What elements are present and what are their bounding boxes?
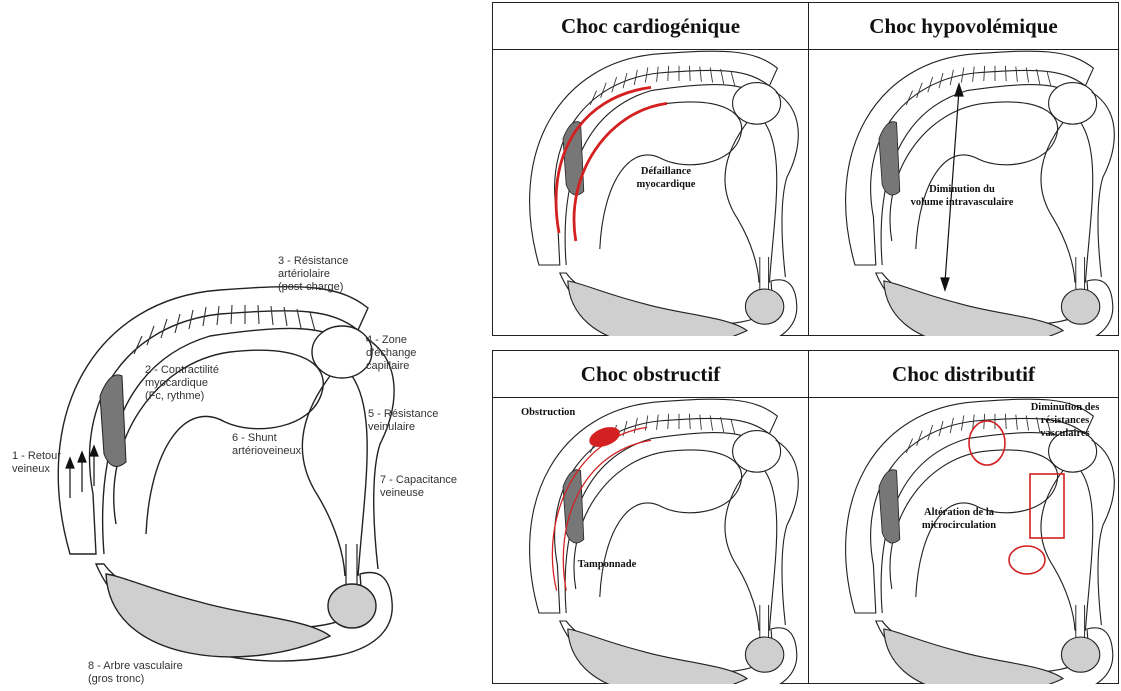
- obstructive-diagram: Obstruction Tamponnade: [493, 398, 808, 684]
- hypovolemic-diagram: Diminution du volume intravasculaire: [809, 50, 1118, 336]
- microcirculation-box: [1030, 474, 1064, 538]
- venular-circle: [1009, 546, 1045, 574]
- annotation-tamponade: Tamponnade: [567, 558, 647, 571]
- panel-title-distributive: Choc distributif: [809, 351, 1118, 398]
- panel-obstructive-shock: Choc obstructif Obstruction Tamponnade: [492, 350, 809, 684]
- main-circulation-figure: 3 - Résistance artériolaire (post-charge…: [0, 0, 490, 686]
- label-myocardial-contractility: 2 - Contractilité myocardique (Fc, rythm…: [145, 364, 219, 403]
- cardiogenic-diagram: Défaillance myocardique: [493, 50, 808, 336]
- label-vascular-tree: 8 - Arbre vasculaire (gros tronc): [88, 660, 183, 686]
- annotation-myocardial-failure: Défaillance myocardique: [611, 165, 721, 191]
- shock-types-grid: Choc cardiogénique Défaillance myocardiq…: [492, 2, 1119, 684]
- panel-title-hypovolemic: Choc hypovolémique: [809, 3, 1118, 50]
- label-arteriolar-resistance: 3 - Résistance artériolaire (post-charge…: [278, 255, 348, 294]
- vascular-resistance-circle: [969, 421, 1005, 465]
- panel-hypovolemic-shock: Choc hypovolémique Diminution du volume …: [808, 2, 1119, 336]
- annotation-volume-decrease: Diminution du volume intravasculaire: [887, 183, 1037, 209]
- annotation-microcirculation: Altération de la microcirculation: [899, 506, 1019, 532]
- panel-cardiogenic-shock: Choc cardiogénique Défaillance myocardiq…: [492, 2, 809, 336]
- circulation-diagram-main: [0, 0, 490, 686]
- annotation-obstruction: Obstruction: [521, 406, 601, 419]
- panel-title-cardiogenic: Choc cardiogénique: [493, 3, 808, 50]
- label-av-shunt: 6 - Shunt artérioveineux: [232, 432, 301, 458]
- label-venous-return: 1 - Retour veineux: [12, 450, 61, 476]
- annotation-resistance-decrease: Diminution des résistances vasculaires: [1015, 401, 1115, 440]
- label-capillary-exchange: 4 - Zone d'échange capillaire: [366, 334, 416, 373]
- distributive-diagram: Diminution des résistances vasculaires A…: [809, 398, 1118, 684]
- panel-distributive-shock: Choc distributif Diminution des résistan…: [808, 350, 1119, 684]
- label-venular-resistance: 5 - Résistance veinulaire: [368, 408, 438, 434]
- label-venous-capacitance: 7 - Capacitance veineuse: [380, 474, 457, 500]
- panel-title-obstructive: Choc obstructif: [493, 351, 808, 398]
